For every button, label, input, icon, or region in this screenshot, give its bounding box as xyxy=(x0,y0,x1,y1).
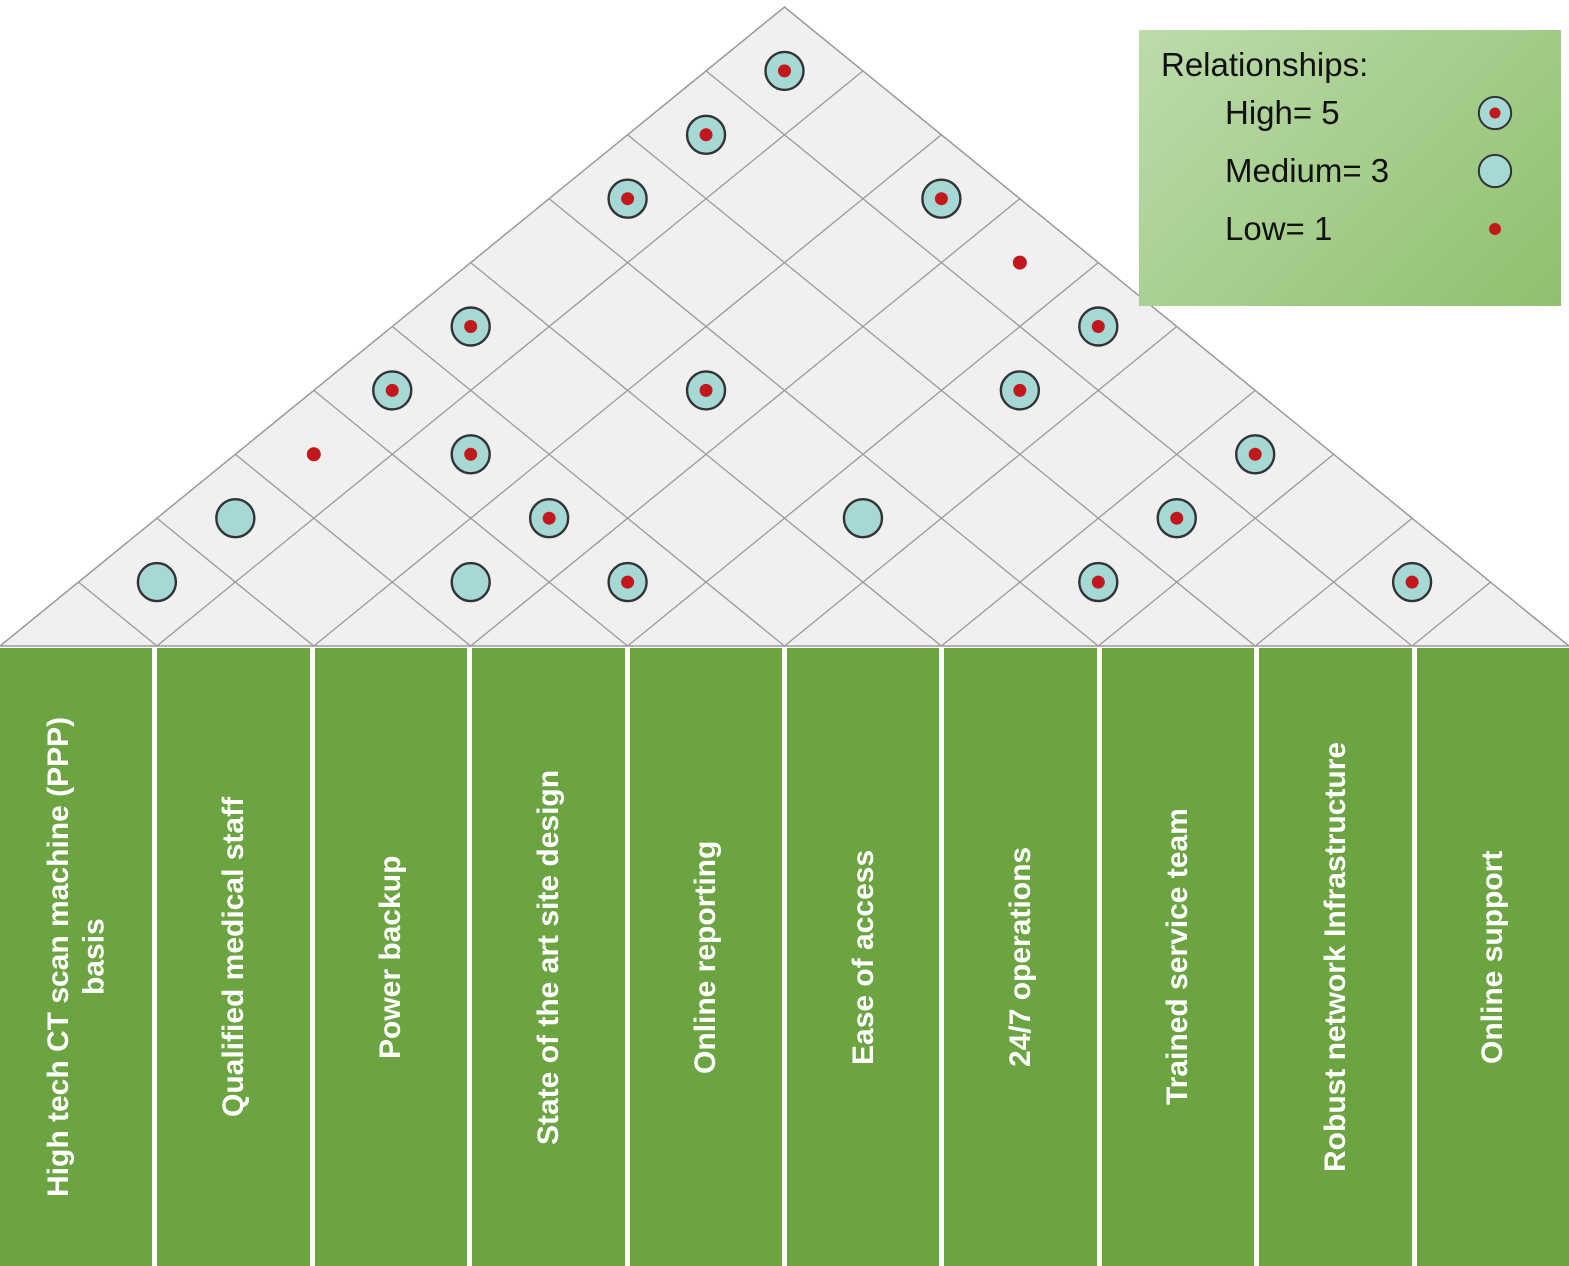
relationship-high-symbol xyxy=(1477,95,1513,131)
roof-grid-line xyxy=(156,517,315,647)
legend-item-label: Medium= 3 xyxy=(1225,152,1390,189)
roof-grid-line xyxy=(313,389,629,647)
legend-item-medium: Medium= 3 xyxy=(1161,142,1535,200)
roof-grid-line xyxy=(784,325,1178,647)
relationship-high-symbol xyxy=(450,434,491,475)
relationship-medium-symbol xyxy=(215,498,256,539)
relationship-high-symbol xyxy=(999,370,1041,411)
relationship-low-symbol xyxy=(1489,223,1501,235)
relationship-medium-symbol xyxy=(1477,153,1513,189)
roof-grid-line xyxy=(470,198,1021,647)
column-label: Trained service team xyxy=(1161,808,1195,1106)
column-label: 24/7 operations xyxy=(1003,846,1037,1068)
relationship-high-symbol xyxy=(450,306,491,347)
legend-item-high: High= 5 xyxy=(1161,84,1535,142)
roof-grid-line xyxy=(156,70,864,647)
column-3: Power backup xyxy=(314,648,468,1266)
roof-grid-line xyxy=(627,134,1256,647)
relationship-high-symbol xyxy=(685,114,727,156)
roof-grid-line xyxy=(470,262,942,647)
column-7: 24/7 operations xyxy=(944,648,1097,1266)
column-10: Online support xyxy=(1416,648,1569,1266)
relationship-medium-symbol xyxy=(450,561,491,603)
legend-high-symbol xyxy=(1465,91,1525,135)
roof-grid-line xyxy=(548,198,1099,647)
column-label: State of the art site design xyxy=(531,769,565,1145)
roof-grid-line xyxy=(1411,581,1491,647)
legend-item-label: High= 5 xyxy=(1225,94,1340,131)
relationships-legend: Relationships: High= 5 Medium= 3 Low= 1 xyxy=(1139,30,1561,306)
legend-low-symbol xyxy=(1465,207,1525,251)
relationship-high-symbol xyxy=(764,50,805,92)
relationship-high-symbol xyxy=(685,370,727,411)
roof-grid-line xyxy=(705,70,1413,647)
relationship-high-symbol xyxy=(1078,561,1119,603)
relationship-high-symbol xyxy=(607,178,648,219)
legend-medium-symbol xyxy=(1465,149,1525,193)
relationship-low-symbol xyxy=(306,447,321,462)
requirement-columns: High tech CT scan machine (PPP) basis Qua… xyxy=(0,648,1569,1266)
legend-title: Relationships: xyxy=(1161,46,1369,83)
relationship-high-symbol xyxy=(607,561,648,603)
column-label: High tech CT scan machine (PPP) basis xyxy=(41,716,111,1198)
relationship-high-symbol xyxy=(1078,306,1119,347)
relationship-high-symbol xyxy=(1234,434,1276,475)
roof-grid-line xyxy=(78,581,158,647)
column-label: Robust network Infrastructure xyxy=(1318,741,1352,1173)
column-8: Trained service team xyxy=(1101,648,1255,1266)
column-label: Online reporting xyxy=(689,840,723,1074)
relationship-high-symbol xyxy=(528,498,570,539)
column-label: Ease of access xyxy=(846,849,880,1065)
column-label: Qualified medical staff xyxy=(216,796,250,1118)
column-label: Power backup xyxy=(374,855,408,1059)
correlation-roof xyxy=(0,6,1569,647)
column-4: State of the art site design xyxy=(472,648,625,1266)
relationship-low-symbol xyxy=(1012,255,1027,270)
column-5: Online reporting xyxy=(629,648,783,1266)
relationship-high-symbol xyxy=(1391,561,1433,603)
column-label: Online support xyxy=(1476,850,1510,1064)
legend-items: High= 5 Medium= 3 Low= 1 xyxy=(1161,84,1535,258)
column-6: Ease of access xyxy=(787,648,940,1266)
relationship-medium-symbol xyxy=(136,561,178,603)
column-2: Qualified medical staff xyxy=(157,648,310,1266)
relationship-medium-symbol xyxy=(842,498,884,539)
column-1: High tech CT scan machine (PPP) basis xyxy=(0,648,153,1266)
roof-grid-line xyxy=(1097,453,1335,647)
roof-grid-line xyxy=(391,325,785,647)
legend-item-low: Low= 1 xyxy=(1161,200,1535,258)
column-9: Robust network Infrastructure xyxy=(1259,648,1412,1266)
relationship-high-symbol xyxy=(372,370,413,411)
relationship-high-symbol xyxy=(1156,498,1197,539)
legend-item-label: Low= 1 xyxy=(1225,210,1333,247)
relationship-high-symbol xyxy=(921,178,962,219)
roof-grid-line xyxy=(234,453,472,647)
